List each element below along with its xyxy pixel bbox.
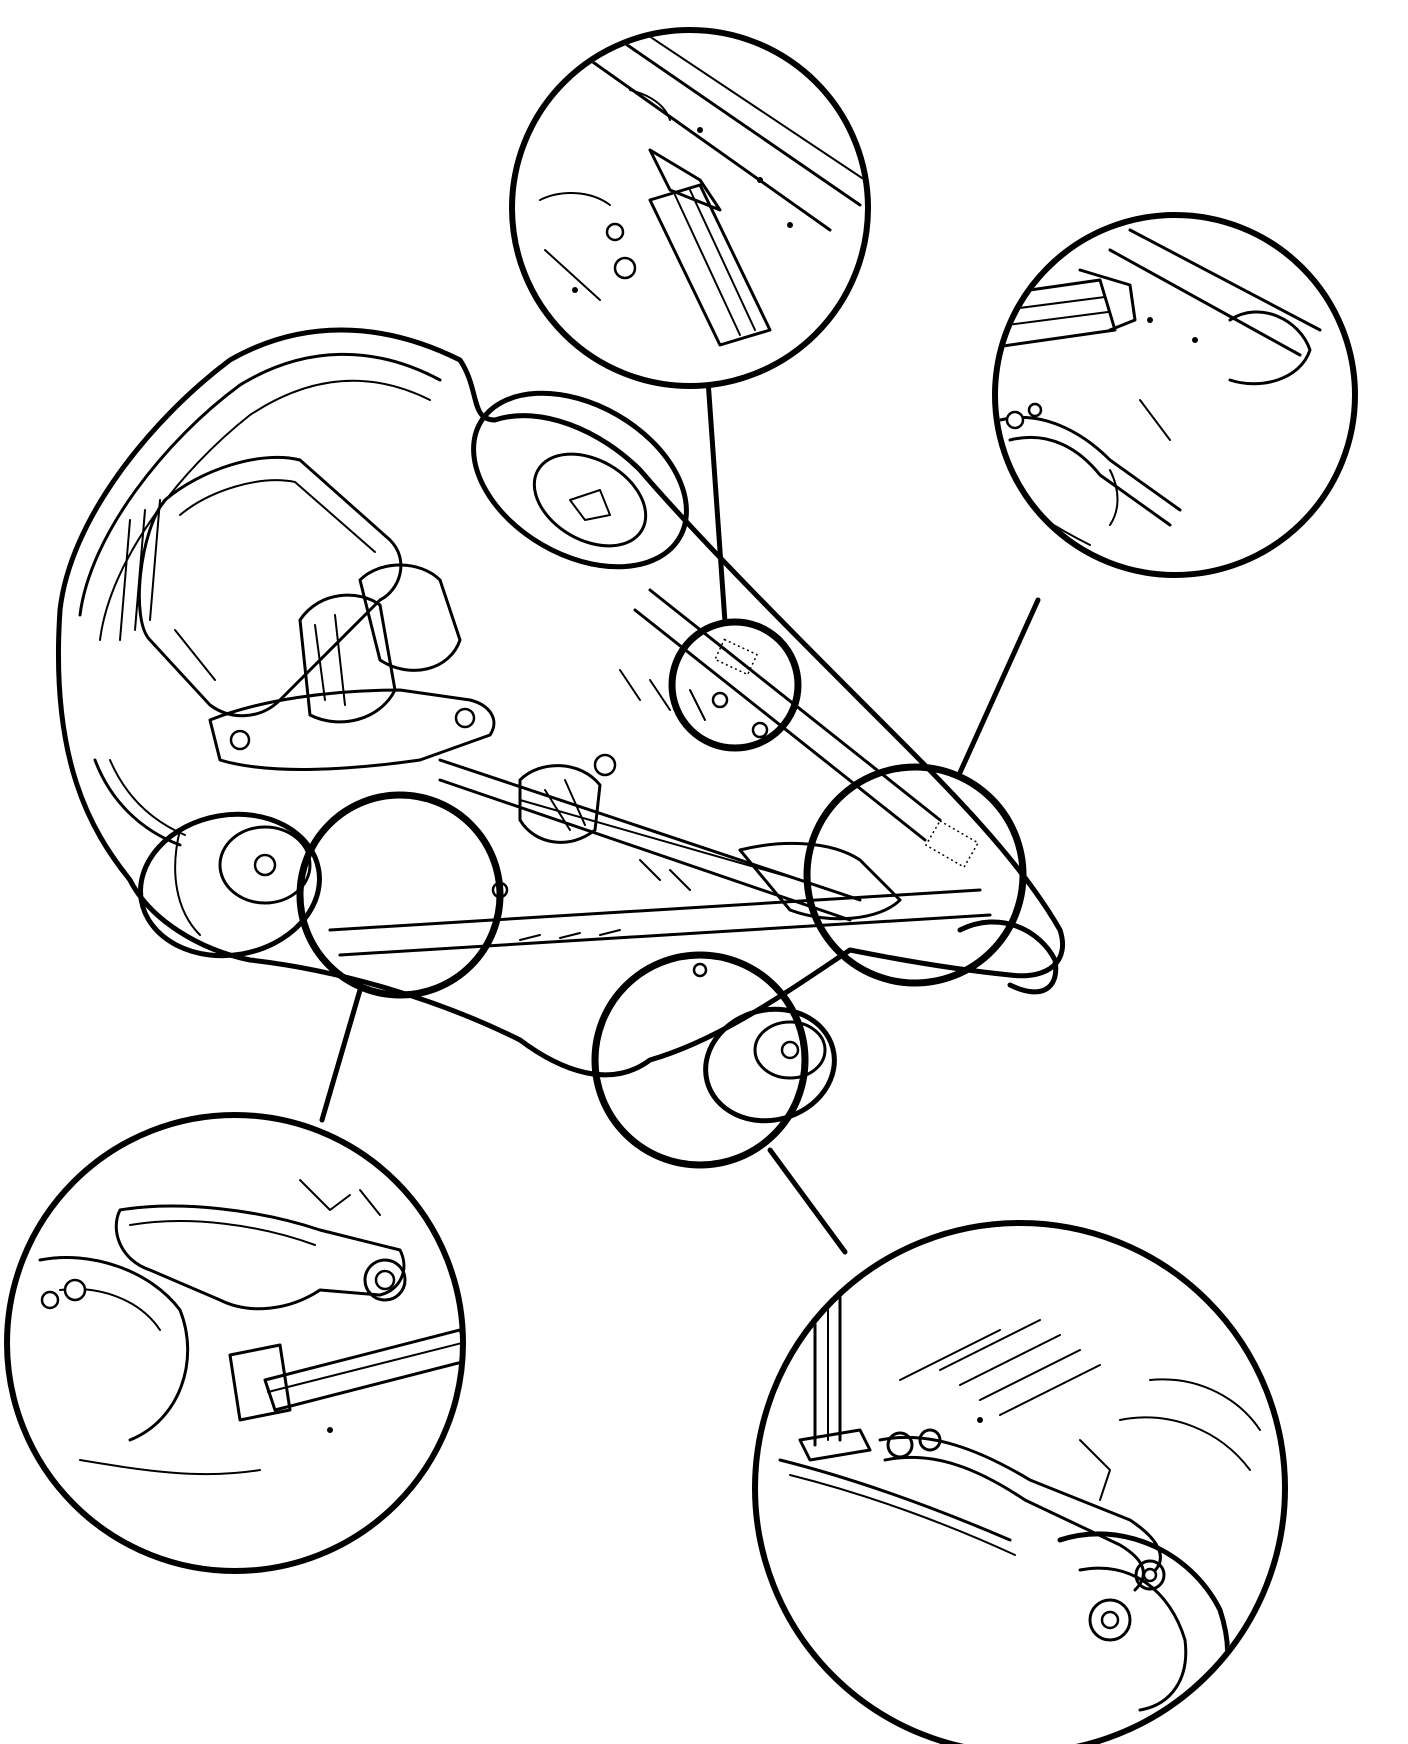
lift-point-detail-front-rocker-icon — [539, 33, 865, 347]
lift-point-detail-rear-rocker-icon — [998, 228, 1322, 561]
marker-front-crossmember — [296, 791, 504, 999]
marker-rear-rocker — [803, 763, 1027, 987]
lift-point-detail-front-crossmember-icon — [38, 1179, 460, 1476]
marker-rear-control-arm — [591, 951, 809, 1169]
lift-point-markers — [296, 618, 1027, 1169]
leader-top-right — [955, 597, 1041, 780]
callout-top-center — [509, 27, 871, 389]
callout-top-right — [992, 212, 1358, 578]
marker-front-rocker — [668, 618, 802, 752]
leader-bottom-left — [319, 987, 363, 1123]
leader-lines — [319, 377, 1041, 1255]
callout-bottom-left — [4, 1112, 466, 1574]
callout-bottom-right — [752, 1220, 1288, 1744]
leader-bottom-right — [767, 1147, 848, 1255]
leader-top-center — [705, 377, 728, 625]
vehicle-underbody — [55, 327, 1066, 1124]
